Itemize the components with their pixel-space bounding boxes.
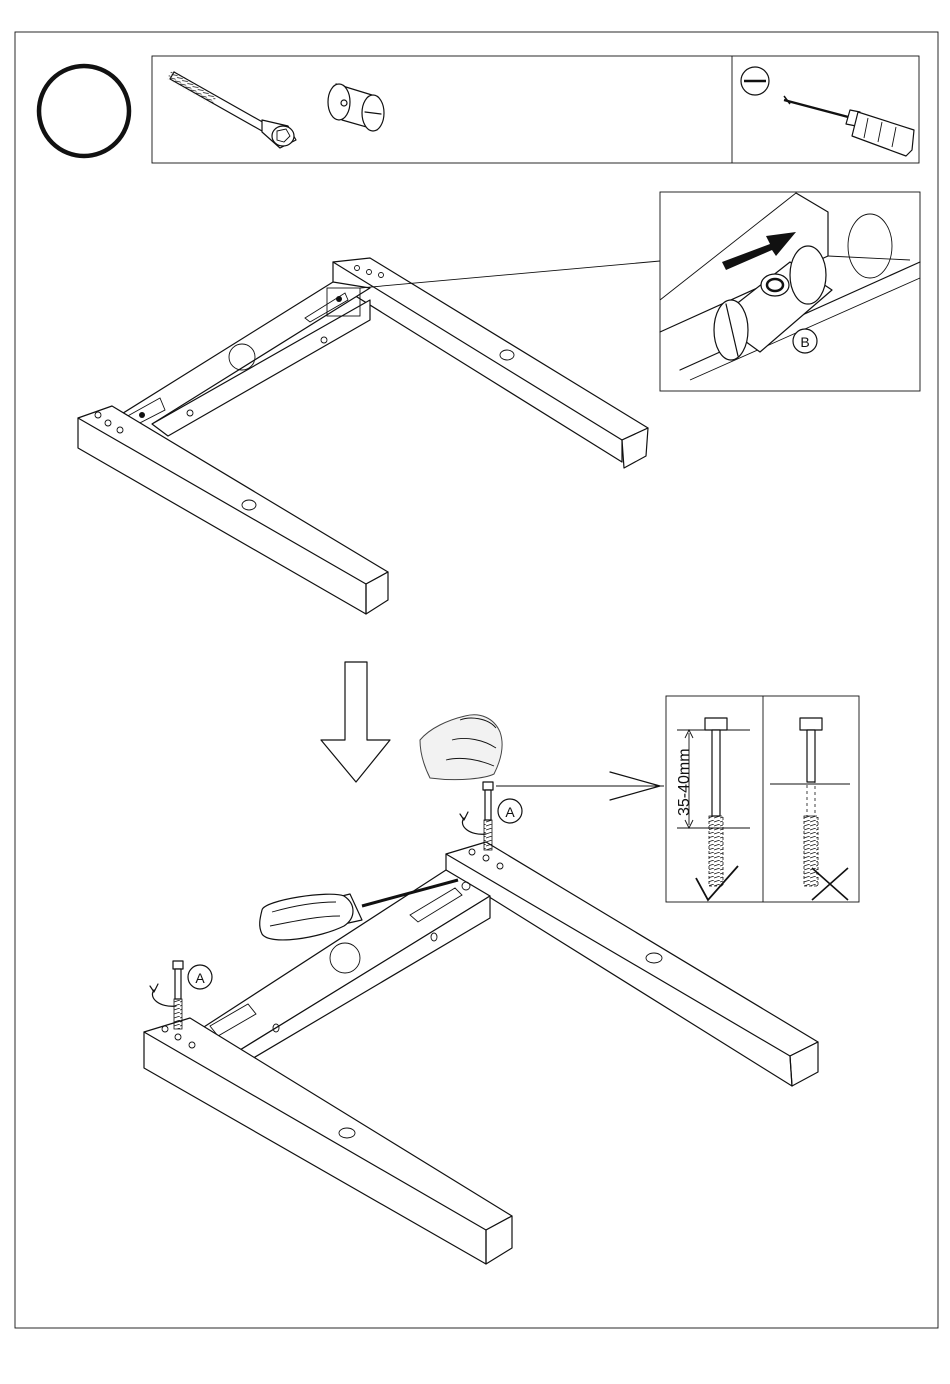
screw-depth-inset: 35-40mm (666, 696, 859, 902)
bolt-a-right: A (460, 782, 522, 850)
barrel-nut-icon (328, 84, 384, 131)
flat-head-symbol-icon (741, 67, 769, 95)
insert-arrow-icon (722, 232, 796, 270)
rotate-arrow-icon (150, 984, 158, 992)
flat-screwdriver-icon (784, 96, 914, 156)
step-badge (39, 66, 129, 156)
label-a-right: A (505, 804, 515, 820)
label-a-left: A (195, 970, 205, 986)
bolt-a-left: A (150, 961, 212, 1029)
detail-inset-barrel-nut: B (660, 192, 920, 391)
rotate-arrow-icon (460, 812, 468, 820)
measurement-label: 35-40mm (676, 748, 693, 816)
hand-icon (420, 715, 502, 780)
frame-assembled (144, 842, 818, 1264)
down-arrow-icon (321, 662, 390, 782)
frame-before-assembly (78, 258, 660, 614)
label-b: B (800, 334, 809, 350)
page-frame (15, 32, 938, 1328)
parts-box (152, 56, 919, 163)
socket-head-bolt-icon (167, 70, 296, 148)
